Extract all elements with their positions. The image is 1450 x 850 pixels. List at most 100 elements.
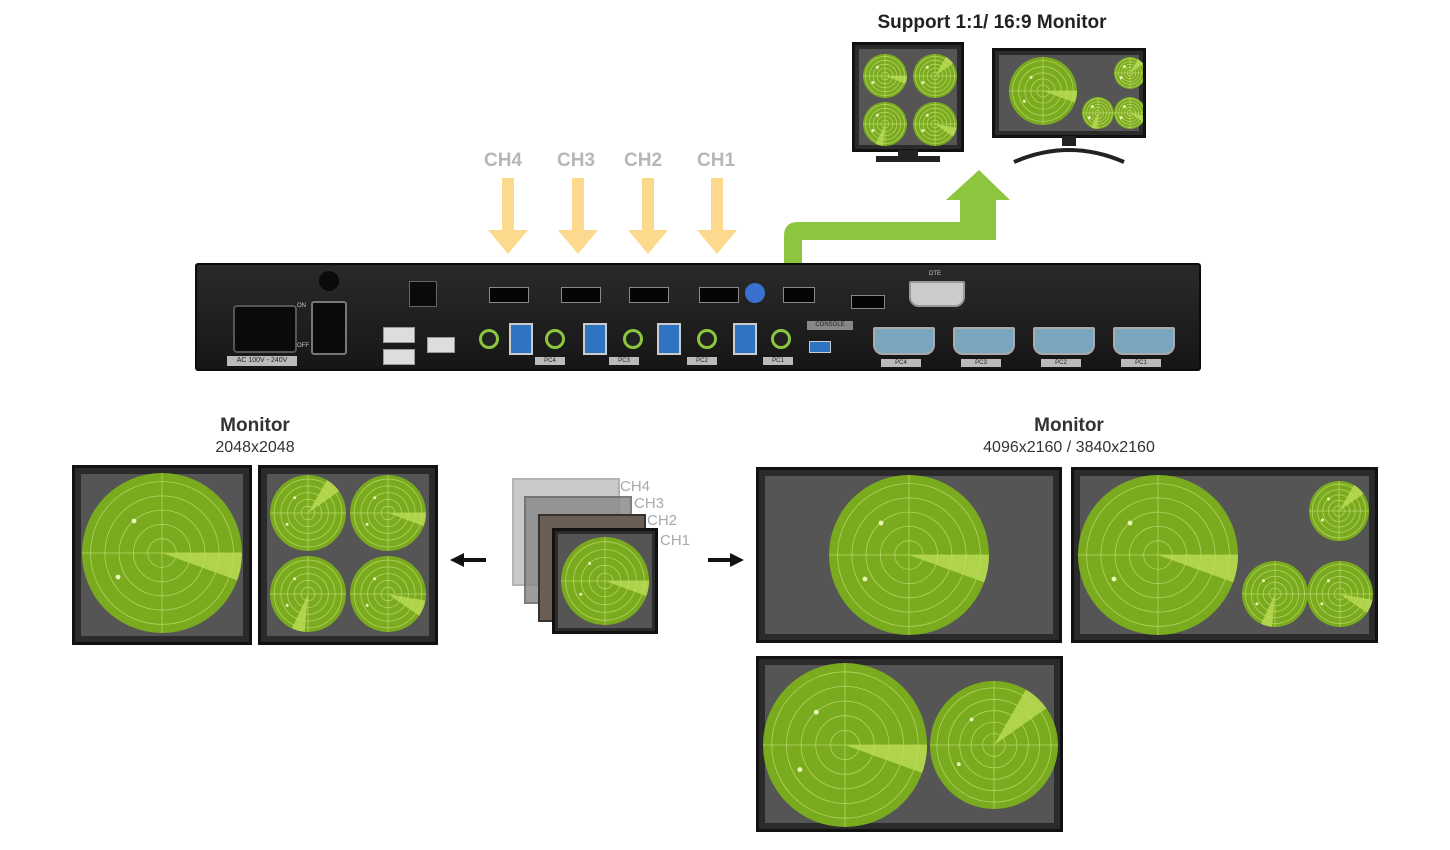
radar-group bbox=[1078, 475, 1373, 635]
arrow-right-icon bbox=[708, 553, 744, 567]
radar-icon bbox=[913, 54, 957, 98]
channel-label-ch3: CH3 bbox=[557, 150, 596, 171]
arrow-ch1-icon bbox=[697, 178, 737, 254]
kvm-device: AC 100V - 240V ON OFF CONSOLE PC4 PC3 PC… bbox=[195, 263, 1201, 371]
left-monitor-quad bbox=[258, 465, 438, 645]
radar-icon bbox=[930, 681, 1058, 809]
arrow-ch3-icon bbox=[558, 178, 598, 254]
radar-icon bbox=[1114, 97, 1143, 129]
monitor-stand bbox=[898, 150, 918, 158]
audio-jack[interactable] bbox=[697, 329, 717, 349]
support-title: Support 1:1/ 16:9 Monitor bbox=[877, 12, 1107, 33]
usb-port[interactable] bbox=[383, 327, 415, 343]
radar-icon bbox=[350, 556, 426, 632]
serial-label-pc2: PC2 bbox=[1041, 359, 1081, 367]
right-monitor-resolution: 4096x2160 / 3840x2160 bbox=[983, 439, 1155, 456]
usb-b-port-pc3[interactable] bbox=[583, 323, 607, 355]
serial-port-pc1[interactable] bbox=[1113, 327, 1175, 355]
power-label: AC 100V - 240V bbox=[227, 356, 297, 366]
usb-b-port-pc4[interactable] bbox=[509, 323, 533, 355]
radar-icon bbox=[863, 54, 908, 98]
hdmi-port[interactable] bbox=[851, 295, 885, 309]
radar-group bbox=[82, 473, 243, 633]
dp-port-console[interactable] bbox=[783, 287, 815, 303]
rj45-port[interactable] bbox=[409, 281, 437, 307]
audio-jack[interactable] bbox=[479, 329, 499, 349]
dp-port-pc1[interactable] bbox=[699, 287, 739, 303]
monitor-1-1-screen bbox=[852, 42, 964, 152]
channel-label-ch1: CH1 bbox=[697, 150, 736, 171]
monitor-16-9-screen bbox=[992, 48, 1146, 138]
serial-port-pc2[interactable] bbox=[1033, 327, 1095, 355]
monitor-base bbox=[876, 156, 940, 162]
channel-label-ch4: CH4 bbox=[484, 150, 523, 171]
port-label-pc1: PC1 bbox=[763, 357, 793, 365]
usb3-console-port[interactable] bbox=[809, 341, 831, 353]
port-label-pc4: PC4 bbox=[535, 357, 565, 365]
monitor-16-9-preview bbox=[992, 48, 1146, 164]
audio-jack[interactable] bbox=[545, 329, 565, 349]
dp-port-pc3[interactable] bbox=[561, 287, 601, 303]
audio-jack[interactable] bbox=[623, 329, 643, 349]
serial-port-pc4[interactable] bbox=[873, 327, 935, 355]
dp-port-pc4[interactable] bbox=[489, 287, 529, 303]
stack-layer-ch1 bbox=[552, 528, 658, 634]
stack-label-ch2: CH2 bbox=[647, 512, 678, 529]
switch-off-label: OFF bbox=[297, 343, 309, 349]
radar-icon bbox=[1309, 481, 1369, 541]
radar-icon bbox=[913, 102, 957, 146]
radar-icon bbox=[1307, 561, 1373, 627]
right-monitor-pip bbox=[1071, 467, 1378, 643]
radar-icon bbox=[1114, 57, 1143, 89]
channel-stack: CH4 CH3 CH2 CH1 bbox=[510, 478, 700, 638]
arrow-ch2-icon bbox=[628, 178, 668, 254]
radar-icon bbox=[1078, 475, 1238, 635]
stack-label-ch1: CH1 bbox=[660, 532, 691, 549]
knob-icon bbox=[319, 271, 339, 291]
radar-icon bbox=[270, 475, 346, 551]
arrow-ch4-icon bbox=[488, 178, 528, 254]
radar-group bbox=[561, 537, 649, 625]
radar-icon bbox=[763, 663, 927, 827]
channel-label-ch2: CH2 bbox=[624, 150, 663, 171]
radar-icon bbox=[829, 475, 990, 635]
usb-b-port-pc2[interactable] bbox=[657, 323, 681, 355]
serial-label-pc4: PC4 bbox=[881, 359, 921, 367]
radar-icon bbox=[350, 475, 426, 551]
left-monitor-single bbox=[72, 465, 252, 645]
rs232-label: DTE bbox=[929, 271, 941, 277]
right-monitor-dual bbox=[756, 656, 1063, 832]
right-monitor-single bbox=[756, 467, 1062, 643]
radar-icon bbox=[270, 556, 346, 632]
port-label-pc3: PC3 bbox=[609, 357, 639, 365]
stack-label-ch3: CH3 bbox=[634, 495, 665, 512]
audio-jack[interactable] bbox=[771, 329, 791, 349]
usb-port[interactable] bbox=[383, 349, 415, 365]
arrow-left-icon bbox=[450, 553, 486, 567]
stack-label-ch4: CH4 bbox=[620, 478, 651, 495]
radar-icon bbox=[561, 537, 649, 625]
dp-port-pc2[interactable] bbox=[629, 287, 669, 303]
usb-port[interactable] bbox=[427, 337, 455, 353]
serial-port-dte[interactable] bbox=[909, 281, 965, 307]
left-monitor-resolution: 2048x2048 bbox=[215, 439, 295, 456]
port-label-pc2: PC2 bbox=[687, 357, 717, 365]
serial-port-pc3[interactable] bbox=[953, 327, 1015, 355]
radar-group bbox=[829, 475, 990, 635]
power-switch[interactable] bbox=[311, 301, 347, 355]
usb-b-port-pc1[interactable] bbox=[733, 323, 757, 355]
left-monitor-title: Monitor bbox=[220, 415, 290, 436]
radar-icon bbox=[82, 473, 243, 633]
rotary-dial[interactable] bbox=[745, 283, 765, 303]
right-monitor-title: Monitor bbox=[1034, 415, 1104, 436]
power-socket bbox=[233, 305, 297, 353]
monitor-1-1-preview bbox=[852, 42, 964, 164]
console-label: CONSOLE bbox=[807, 321, 853, 330]
serial-label-pc1: PC1 bbox=[1121, 359, 1161, 367]
radar-icon bbox=[1242, 561, 1308, 627]
serial-label-pc3: PC3 bbox=[961, 359, 1001, 367]
radar-group bbox=[1009, 57, 1143, 129]
radar-icon bbox=[1009, 57, 1077, 125]
switch-on-label: ON bbox=[297, 303, 306, 309]
radar-icon bbox=[863, 102, 907, 146]
